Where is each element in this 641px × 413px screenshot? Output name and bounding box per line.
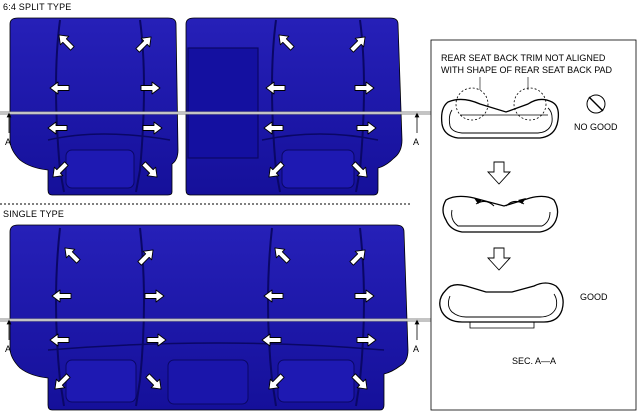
good-label: GOOD	[580, 292, 608, 302]
stretch-arrow-icon	[268, 161, 285, 178]
down-arrow-icon	[486, 247, 512, 271]
stretch-arrow-icon	[263, 121, 284, 135]
single-section-line	[0, 318, 432, 340]
stretch-arrow-icon	[351, 161, 368, 178]
section-panel: REAR SEAT BACK TRIM NOT ALIGNED WITH SHA…	[430, 39, 637, 411]
good-section	[439, 282, 564, 329]
no-good-section	[440, 87, 560, 139]
stretch-arrow-icon	[135, 36, 152, 53]
stretch-arrow-icon	[49, 81, 70, 95]
stretch-arrow-icon	[268, 373, 285, 390]
single-seat-back	[9, 224, 409, 411]
panel-caption-line2: WITH SHAPE OF REAR SEAT BACK PAD	[441, 65, 613, 75]
split-marker-right: A	[413, 137, 419, 147]
stretch-arrow-icon	[47, 121, 68, 135]
split-type-title: 6:4 SPLIT TYPE	[3, 2, 72, 12]
split-section-line	[0, 111, 432, 133]
split-left-seat-back	[9, 17, 179, 196]
stretch-arrow-icon	[141, 161, 158, 178]
split-marker-left: A	[5, 137, 11, 147]
stretch-arrow-icon	[349, 36, 366, 53]
stretch-arrow-icon	[52, 161, 69, 178]
stretch-arrow-icon	[146, 333, 167, 347]
no-symbol-icon	[586, 94, 606, 114]
stretch-arrow-icon	[356, 121, 377, 135]
no-good-label: NO GOOD	[574, 122, 618, 132]
down-arrow-icon	[486, 161, 512, 185]
stretch-arrow-icon	[349, 249, 366, 266]
stretch-arrow-icon	[356, 333, 377, 347]
stretch-arrow-icon	[49, 333, 70, 347]
stretch-arrow-icon	[142, 121, 163, 135]
stretch-arrow-icon	[351, 373, 368, 390]
stretch-arrow-icon	[140, 81, 161, 95]
stretch-arrow-icon	[263, 289, 284, 303]
stretch-arrow-icon	[274, 247, 291, 264]
split-right-seat-back	[185, 17, 403, 196]
stretch-arrow-icon	[144, 289, 165, 303]
single-type-title: SINGLE TYPE	[3, 209, 65, 219]
panel-caption-line1: REAR SEAT BACK TRIM NOT ALIGNED	[441, 53, 606, 63]
stretch-arrow-icon	[354, 289, 375, 303]
stretch-arrows	[47, 34, 377, 390]
stretch-arrow-icon	[51, 289, 72, 303]
stretch-arrow-icon	[145, 373, 162, 390]
stretch-arrow-icon	[137, 249, 154, 266]
single-marker-right: A	[413, 344, 419, 354]
stretch-arrow-icon	[64, 247, 81, 264]
stretch-arrow-icon	[54, 373, 71, 390]
stretch-arrow-icon	[354, 81, 375, 95]
aligning-section	[442, 195, 559, 233]
stretch-arrow-icon	[58, 34, 75, 51]
stretch-arrow-icon	[265, 81, 286, 95]
section-label: SEC. A—A	[512, 356, 556, 366]
stretch-arrow-icon	[278, 34, 295, 51]
single-marker-left: A	[5, 344, 11, 354]
stretch-arrow-icon	[261, 333, 282, 347]
